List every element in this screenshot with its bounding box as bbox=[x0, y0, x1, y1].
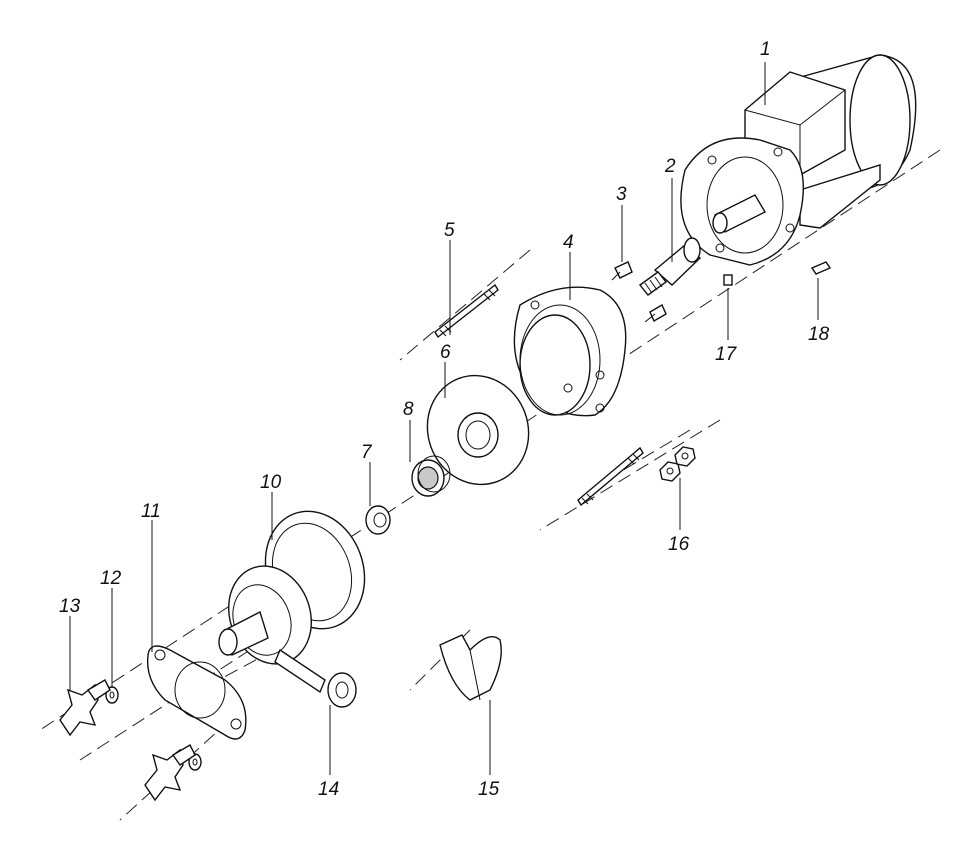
label-part-10: 10 bbox=[260, 472, 282, 493]
label-part-13: 13 bbox=[59, 596, 81, 617]
stud-bolt-lower bbox=[577, 446, 644, 507]
star-knob-lower bbox=[144, 744, 196, 802]
motor bbox=[680, 54, 917, 266]
label-part-5: 5 bbox=[444, 220, 455, 241]
outlet-nozzle bbox=[327, 672, 357, 708]
label-part-4: 4 bbox=[563, 232, 574, 253]
label-part-7: 7 bbox=[361, 442, 373, 463]
label-part-16: 16 bbox=[668, 534, 690, 555]
seal-ring bbox=[365, 505, 391, 535]
part-labels: 1 2 3 4 5 6 7 8 10 11 12 13 14 15 16 17 … bbox=[59, 39, 830, 800]
stud-bolt-upper bbox=[434, 283, 499, 339]
hex-nut-2 bbox=[674, 446, 696, 467]
wing-nut bbox=[439, 634, 502, 701]
screw bbox=[644, 304, 667, 323]
shaft-key bbox=[810, 261, 832, 275]
label-part-8: 8 bbox=[403, 399, 414, 420]
leader-lines bbox=[69, 62, 819, 775]
label-part-18: 18 bbox=[808, 324, 830, 345]
label-part-2: 2 bbox=[664, 156, 676, 177]
label-part-12: 12 bbox=[100, 568, 122, 589]
grub-screw bbox=[723, 274, 733, 286]
label-part-3: 3 bbox=[616, 184, 627, 205]
bolt bbox=[611, 261, 633, 281]
label-part-14: 14 bbox=[318, 779, 339, 800]
label-part-17: 17 bbox=[715, 344, 738, 365]
label-part-6: 6 bbox=[440, 342, 451, 363]
pump-head bbox=[218, 565, 326, 694]
label-part-15: 15 bbox=[478, 779, 500, 800]
star-knob-upper bbox=[59, 679, 111, 737]
hex-nut bbox=[659, 461, 681, 482]
washer-lower bbox=[188, 753, 202, 771]
lantern-housing bbox=[513, 286, 627, 417]
shaft-adaptor bbox=[638, 237, 702, 296]
label-part-11: 11 bbox=[141, 501, 161, 522]
flange-gasket bbox=[146, 645, 247, 740]
cover-disc bbox=[426, 374, 530, 486]
label-part-1: 1 bbox=[760, 39, 771, 60]
mechanical-seal bbox=[411, 455, 451, 497]
